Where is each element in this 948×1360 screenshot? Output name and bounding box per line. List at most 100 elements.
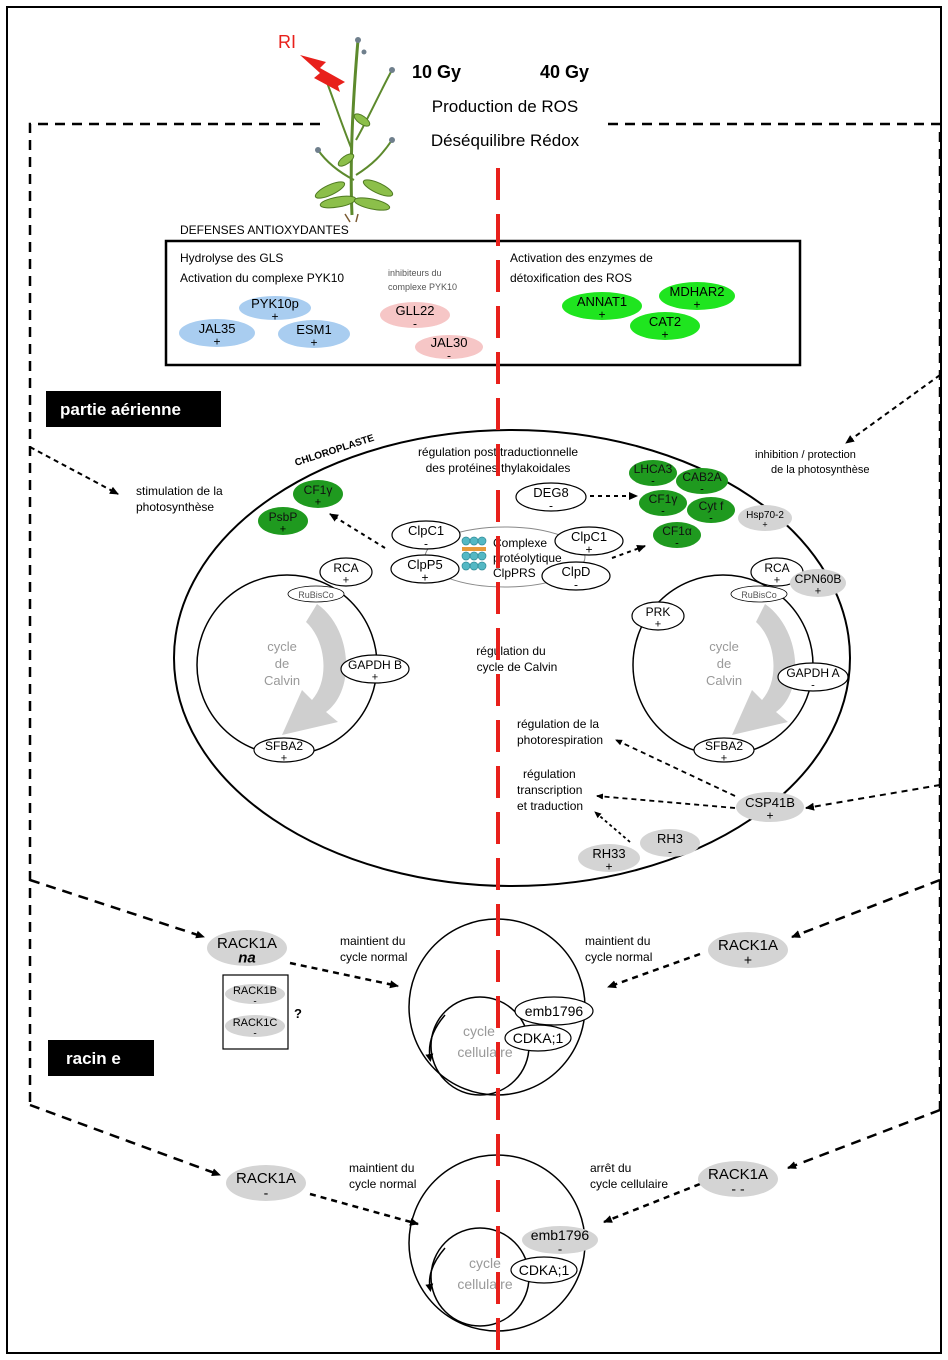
defenses-left-2: Activation du complexe PYK10 xyxy=(180,271,344,285)
defenses-title: DEFENSES ANTIOXYDANTES xyxy=(180,223,349,237)
cc2-label-2: cellulaire xyxy=(457,1276,512,1292)
arret-b: cycle cellulaire xyxy=(590,1177,668,1191)
node-shape xyxy=(278,320,350,348)
maint-2a: maintient du xyxy=(585,934,650,948)
node-sign: + xyxy=(343,574,349,586)
node-label: GLL22 xyxy=(395,303,434,318)
complex-3: ClpPRS xyxy=(493,566,536,580)
node-sign: - xyxy=(253,1028,256,1039)
node-shape xyxy=(693,737,755,763)
node-label: PYK10p xyxy=(251,296,299,311)
node-sign: + xyxy=(693,297,700,311)
node-label: DEG8 xyxy=(533,485,568,500)
node-shape xyxy=(708,932,788,968)
node-shape xyxy=(687,497,735,523)
node-cat2: CAT2+ xyxy=(630,312,700,341)
node-sign: + xyxy=(281,752,287,764)
node-sign: - xyxy=(574,577,578,591)
node-sign: + xyxy=(655,618,661,630)
node-label: SFBA2 xyxy=(705,739,743,753)
transc-2: transcription xyxy=(517,783,582,797)
node-shape xyxy=(225,1015,285,1037)
node-shape xyxy=(391,520,461,550)
node-shape xyxy=(676,468,728,494)
cycle-right-1: cycle xyxy=(709,639,739,654)
node-shape xyxy=(578,844,640,872)
aerial-label: partie aérienne xyxy=(60,400,181,419)
node-pyk10p: PYK10p+ xyxy=(239,296,311,323)
node-shape xyxy=(659,282,735,310)
node-cf1a: CF1α- xyxy=(653,522,701,549)
node-shape xyxy=(179,319,255,347)
redox-line: Déséquilibre Rédox xyxy=(431,131,580,150)
aerial-label-box xyxy=(46,391,221,427)
node-sign: + xyxy=(213,334,220,348)
node-sign: + xyxy=(598,307,605,321)
inhib-photo-2: de la photosynthèse xyxy=(771,464,869,476)
node-shape xyxy=(390,554,460,584)
node-cdka_2: CDKA;1 xyxy=(510,1256,578,1284)
node-shape xyxy=(514,996,594,1026)
photoresp-1: régulation de la xyxy=(517,717,599,731)
node-shape xyxy=(415,335,483,359)
node-label: Hsp70-2 xyxy=(746,510,784,521)
node-sign: - xyxy=(661,505,665,517)
node-rca_l: RCA+ xyxy=(319,557,373,587)
transc-1: régulation xyxy=(523,767,576,781)
node-label: Cyt f xyxy=(699,499,724,513)
node-clpc1_l: ClpC1- xyxy=(391,520,461,550)
node-jal35: JAL35+ xyxy=(179,319,255,348)
node-shape xyxy=(639,490,687,516)
node-sign: - xyxy=(811,679,815,691)
node-rh3: RH3- xyxy=(640,829,700,858)
cycle-right-3: Calvin xyxy=(706,673,742,688)
node-rh33: RH33+ xyxy=(578,844,640,873)
node-sign: - xyxy=(675,537,679,549)
node-shape xyxy=(253,737,315,763)
rack1bc-box xyxy=(222,974,289,1050)
defenses-left-1: Hydrolyse des GLS xyxy=(180,251,283,265)
node-shape xyxy=(562,292,642,320)
transc-3: et traduction xyxy=(517,799,583,813)
node-clpc1_r: ClpC1+ xyxy=(554,526,624,556)
cc1-label-2: cellulaire xyxy=(457,1044,512,1060)
node-shape xyxy=(510,1256,578,1284)
defenses-right-1: Activation des enzymes de xyxy=(510,251,653,265)
arret-a: arrêt du xyxy=(590,1161,631,1175)
node-label: ESM1 xyxy=(296,322,331,337)
node-label: RH33 xyxy=(592,846,625,861)
maint-1b: cycle normal xyxy=(340,950,407,964)
node-shape xyxy=(225,984,285,1004)
node-label: RH3 xyxy=(657,831,683,846)
node-label: CF1γ xyxy=(649,492,678,506)
node-label: RACK1A xyxy=(718,937,778,954)
node-gapdha: GAPDH A- xyxy=(777,662,849,692)
node-sign: - xyxy=(253,996,256,1007)
node-shape xyxy=(541,561,611,591)
node-sign: + xyxy=(721,752,727,764)
node-clpd: ClpD- xyxy=(541,561,611,591)
node-label: PRK xyxy=(646,605,671,619)
node-shape xyxy=(340,654,410,684)
node-cab2a: CAB2A- xyxy=(676,468,728,495)
node-sign: + xyxy=(762,520,767,530)
node-label: ANNAT1 xyxy=(577,294,627,309)
maint-3a: maintient du xyxy=(349,1161,414,1175)
node-shape xyxy=(698,1161,778,1197)
node-clpp5: ClpP5+ xyxy=(390,554,460,584)
node-label: RACK1A xyxy=(217,935,277,952)
node-shape xyxy=(293,480,343,508)
node-hsp70: Hsp70-2+ xyxy=(738,505,792,531)
node-shape xyxy=(226,1165,306,1201)
calvin-reg-1: régulation du xyxy=(476,644,545,658)
node-shape xyxy=(777,662,849,692)
node-label: CAT2 xyxy=(649,314,681,329)
arrows xyxy=(29,374,941,1226)
inhib-label-1: inhibiteurs du xyxy=(388,268,442,278)
node-shape xyxy=(258,507,308,535)
chloroplast-membrane xyxy=(173,429,851,887)
question-mark: ? xyxy=(294,1006,302,1021)
maint-2b: cycle normal xyxy=(585,950,652,964)
node-sign: + xyxy=(774,574,780,586)
